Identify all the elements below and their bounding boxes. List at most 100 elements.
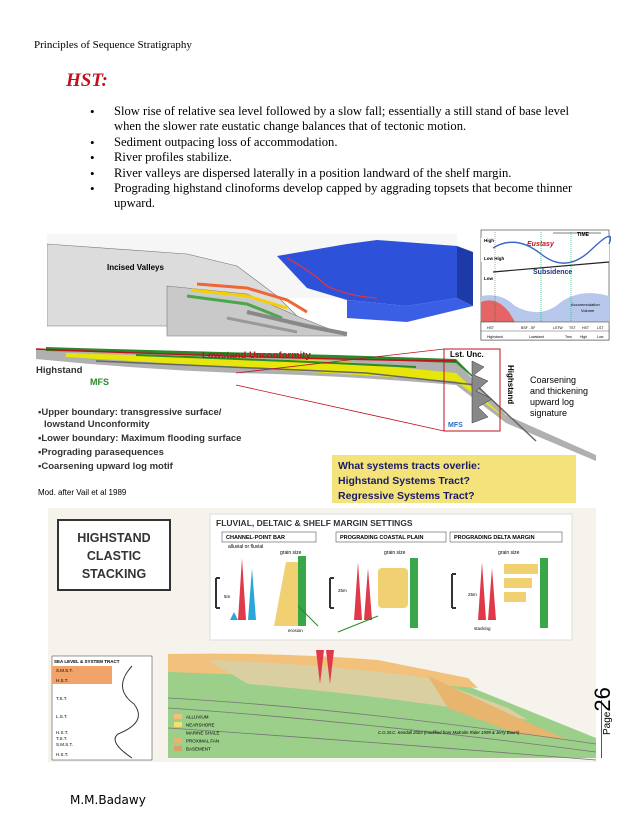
boundary-line: ▪Prograding parasequences [38,447,164,458]
note-line: upward log [530,397,574,407]
legend-swatch [174,730,182,735]
panel-title: PROGRADING DELTA MARGIN [454,535,535,541]
stacking-title-line: STACKING [82,567,146,581]
time-label: TIME [577,232,590,238]
bullet-item: River profiles stabilize. [88,150,588,166]
grain-size-label: grain size [498,550,520,556]
legend-swatch [174,714,182,719]
tract-table: HST BSF - SF LSTW TST HST LST Highstand … [480,321,610,341]
legend-label: BASEMENT [186,747,211,752]
erosion-label: erosion [288,628,303,633]
tract-label: L.S.T. [56,714,68,719]
settings-panel: FLUVIAL, DELTAIC & SHELF MARGIN SETTINGS… [209,513,573,641]
boundary-line: ▪Upper boundary: transgressive surface/ [38,407,222,418]
low-high-label: Low High [484,256,504,261]
section-title: HST: [66,70,108,91]
stacking-title-line: HIGHSTAND [77,531,150,545]
block-diagram: Incised Valleys [47,234,473,337]
table-cell: Lowstand [529,335,544,339]
highstand-vertical-label: Highstand [506,365,515,404]
question-line: Highstand Systems Tract? [338,475,470,487]
table-cell: Low [597,335,604,339]
page-number-rule [601,700,602,758]
accommodation-label: Accommodation [571,302,600,307]
boundary-list: ▪Upper boundary: transgressive surface/ … [38,407,241,472]
question-line: Regressive Systems Tract? [338,490,475,502]
question-line: What systems tracts overlie: [338,460,480,472]
tract-label: H.S.T. [56,752,68,757]
bullet-list: Slow rise of relative sea level followed… [88,104,588,212]
stacking-small-label: stacking [474,626,491,631]
table-cell: High [580,335,587,339]
boundary-line: ▪Lower boundary: Maximum flooding surfac… [38,433,241,444]
table-cell: LST [597,326,604,330]
grain-size-label: grain size [384,550,406,556]
tract-label: T.S.T. [56,696,67,701]
cross-section: Lowstand Unconformity Highstand MFS Lst.… [36,347,596,461]
note-line: and thickening [530,386,588,396]
boundary-line: ▪Coarsening upward log motif [38,461,174,472]
legend-label: MARINE SHALE [186,731,220,736]
legend-label: NEARSHORE [186,723,215,728]
legend-label: PROXIMAL FAN [186,739,219,744]
legend-swatch [174,738,182,743]
high-label: High [484,238,494,243]
panel-title: CHANNEL-POINT BAR [226,535,285,541]
bullet-item: Slow rise of relative sea level followed… [88,104,588,135]
stacking-title-box: HIGHSTAND CLASTIC STACKING [57,519,171,591]
question-box: What systems tracts overlie: Highstand S… [332,455,576,503]
note-line: signature [530,408,567,418]
table-cell: LSTW [553,326,563,330]
basin-section [167,605,596,761]
tract-label: H.S.T. [56,678,68,683]
clastic-stacking-figure: HIGHSTAND CLASTIC STACKING FLUVIAL, DELT… [48,508,596,762]
table-cell: HST [582,326,590,330]
tract-label: T.S.T. [56,736,67,741]
low-label: Low [484,276,493,281]
grain-size-label: grain size [280,550,302,556]
running-header: Principles of Sequence Stratigraphy [34,39,192,51]
mfs-label: MFS [90,377,109,387]
bullet-item: Sediment outpacing loss of accommodation… [88,135,588,151]
settings-title: FLUVIAL, DELTAIC & SHELF MARGIN SETTINGS [216,518,413,528]
page-number-value: 26 [590,687,615,712]
thickness-label: 25m [338,588,347,593]
lowstand-unconformity-label: Lowstand Unconformity [202,350,311,361]
footer-author: M.M.Badawy [70,793,146,807]
thickness-label: 25m [468,592,477,597]
log-signature-note: Coarsening and thickening upward log sig… [530,375,588,418]
system-tract-column: SEA LEVEL & SYSTEM TRACT S.M.S.T. H.S.T.… [51,655,153,761]
highstand-label: Highstand [36,365,83,376]
incised-valley-figure: Incised Valleys TIME Eustasy High Low Hi… [47,226,611,344]
tract-label: H.S.T. [56,730,68,735]
stacking-title-line: CLASTIC [87,549,141,563]
figure-credit: C.G.St.C. Kendall 2003 (modified from Ma… [378,730,520,735]
boundary-line: lowstand Unconformity [44,419,150,430]
bullet-item: Prograding highstand clinoforms develop … [88,181,588,212]
table-cell: Trns [565,335,572,339]
page-number: Page26 [590,687,638,735]
tract-label: S.M.S.T. [56,668,73,673]
lithology-legend: ALLUVIUM NEARSHORE MARINE SHALE PROXIMAL… [174,714,220,752]
bullet-item: River valleys are dispersed laterally in… [88,166,588,182]
mfs-small-label: MFS [448,422,463,429]
panel-title: PROGRADING COASTAL PLAIN [340,535,424,541]
legend-swatch [174,722,182,727]
table-cell: BSF - SF [521,326,535,330]
credit-label: Mod. after Vail et al 1989 [38,488,127,497]
legend-label: ALLUVIUM [186,715,209,720]
subsidence-label: Subsidence [533,269,572,276]
incised-valleys-label: Incised Valleys [107,263,164,272]
note-line: Coarsening [530,375,576,385]
eustasy-chart: TIME Eustasy High Low High Low Subsidenc… [480,229,611,341]
panel-subtitle: alluvial or fluvial [228,544,263,550]
tract-label: S.M.S.T. [56,742,73,747]
thickness-label: 5m [224,594,231,599]
highstand-section-figure: Lowstand Unconformity Highstand MFS Lst.… [36,347,596,503]
table-cell: TST [569,326,576,330]
page-label: Page [602,711,613,735]
volume-label: Volume [581,308,595,313]
table-cell: HST [487,326,495,330]
column-header: SEA LEVEL & SYSTEM TRACT [54,659,120,664]
legend-swatch [174,746,182,751]
